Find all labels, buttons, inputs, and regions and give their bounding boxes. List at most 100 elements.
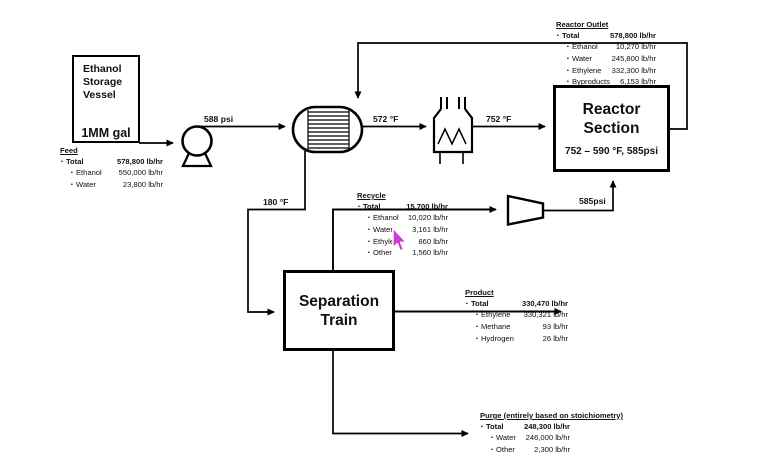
stream-row: ▪ Total 248,300 lb/hr <box>480 422 570 434</box>
vessel-name: Ethanol Storage Vessel <box>83 63 123 101</box>
stream-row-label: Total <box>561 30 580 40</box>
stream-row-value: 3,161 lb/hr <box>412 224 448 234</box>
cold-stream-temp-label: 180 °F <box>263 197 289 207</box>
bullet-icon: ▪ <box>476 335 478 342</box>
stream-title: Feed <box>60 146 78 155</box>
stream-row-value: 330,321 lb/hr <box>523 310 568 320</box>
stream-row: ▪ Methane 93 lb/hr <box>465 322 568 334</box>
stream-row-label: Total <box>65 156 84 166</box>
mouse-cursor-icon <box>392 227 407 252</box>
stream-row: ▪ Total 330,470 lb/hr <box>465 299 568 311</box>
stream-row: ▪ Ethanol 10,270 lb/hr <box>556 42 656 54</box>
product-stream-label: Product ▪ Total 330,470 lb/hr ▪ Ethylene… <box>465 288 568 345</box>
reactor-outlet-stream-label: Reactor Outlet ▪ Total 578,800 lb/hr ▪ E… <box>556 20 656 89</box>
bullet-icon: ▪ <box>368 250 370 257</box>
stream-row: ▪ Other 1,560 lb/hr <box>357 248 448 260</box>
stream-row-label: Ethylene <box>571 65 602 75</box>
stream-row-value: 550,000 lb/hr <box>118 168 163 178</box>
stream-row-value: 578,800 lb/hr <box>116 156 163 166</box>
stream-row-label: Total <box>470 298 489 308</box>
bullet-icon: ▪ <box>71 181 73 188</box>
stream-row: ▪ Water 246,000 lb/hr <box>480 433 570 445</box>
stream-row-label: Water <box>75 179 96 189</box>
bullet-icon: ▪ <box>491 435 493 442</box>
stream-row: ▪ Ethylene 332,300 lb/hr <box>556 66 656 78</box>
stream-row: ▪ Total 578,800 lb/hr <box>556 31 656 43</box>
cold-outlet-line <box>247 151 306 316</box>
stream-row-value: 26 lb/hr <box>542 333 568 343</box>
bullet-icon: ▪ <box>466 300 468 307</box>
bullet-icon: ▪ <box>567 44 569 51</box>
bullet-icon: ▪ <box>491 446 493 453</box>
stream-row-label: Methane <box>480 321 511 331</box>
bullet-icon: ▪ <box>567 55 569 62</box>
stream-row: ▪ Byproducts 6,153 lb/hr <box>556 77 656 89</box>
stream-row-label: Byproducts <box>571 77 610 87</box>
ethanol-storage-vessel-box: Ethanol Storage Vessel 1MM gal <box>72 55 140 143</box>
heat-exchanger-symbol <box>291 105 364 154</box>
compressor-symbol <box>506 194 545 226</box>
pump-symbol <box>181 125 213 168</box>
stream-row-value: 23,800 lb/hr <box>122 179 163 189</box>
stream-row: ▪ Hydrogen 26 lb/hr <box>465 334 568 346</box>
stream-row-value: 860 lb/hr <box>418 236 448 246</box>
stream-row-value: 15,700 lb/hr <box>406 201 448 211</box>
stream-title: Recycle <box>357 191 386 200</box>
bullet-icon: ▪ <box>557 32 559 39</box>
stream-row-label: Water <box>495 433 516 443</box>
stream-row-label: Water <box>571 53 592 63</box>
separation-title: Separation Train <box>298 292 380 329</box>
stream-row-value: 10,270 lb/hr <box>615 42 656 52</box>
stream-row-value: 1,560 lb/hr <box>412 248 448 258</box>
exchanger-outlet-temp-label: 572 °F <box>373 114 399 124</box>
stream-row-label: Total <box>485 421 504 431</box>
stream-row: ▪ Water 3,161 lb/hr <box>357 225 448 237</box>
reactor-section-box: Reactor Section 752 – 590 °F, 585psi <box>553 85 670 172</box>
stream-title: Purge (entirely based on stoichiometry) <box>480 411 624 420</box>
compressor-outlet-line <box>543 180 617 212</box>
bullet-icon: ▪ <box>71 170 73 177</box>
stream-row-value: 6,153 lb/hr <box>620 77 656 87</box>
stream-row: ▪ Water 245,800 lb/hr <box>556 54 656 66</box>
stream-row-value: 245,800 lb/hr <box>611 53 656 63</box>
bullet-icon: ▪ <box>476 323 478 330</box>
recycle-stream-label: Recycle ▪ Total 15,700 lb/hr ▪ Ethanol 1… <box>357 191 448 260</box>
stream-row-value: 2,300 lb/hr <box>534 444 570 454</box>
stream-row-label: Total <box>362 201 381 211</box>
separation-train-box: Separation Train <box>283 270 395 351</box>
stream-row-label: Ethylene <box>372 236 403 246</box>
stream-row-label: Ethanol <box>372 213 399 223</box>
stream-row-value: 332,300 lb/hr <box>611 65 656 75</box>
stream-row: ▪ Ethylene 330,321 lb/hr <box>465 310 568 322</box>
stream-row-label: Ethanol <box>571 42 598 52</box>
stream-row-value: 578,800 lb/hr <box>609 30 656 40</box>
stream-title: Product <box>465 288 494 297</box>
bullet-icon: ▪ <box>368 226 370 233</box>
stream-row: ▪ Water 23,800 lb/hr <box>60 180 163 192</box>
stream-row-label: Ethanol <box>75 168 102 178</box>
stream-row-value: 246,000 lb/hr <box>525 433 570 443</box>
stream-row-label: Water <box>372 224 393 234</box>
stream-row-value: 330,470 lb/hr <box>521 298 568 308</box>
vessel-capacity: 1MM gal <box>81 126 131 140</box>
stream-row-value: 10,020 lb/hr <box>407 213 448 223</box>
stream-row-label: Other <box>495 444 515 454</box>
stream-row-label: Other <box>372 248 392 258</box>
stream-row: ▪ Ethanol 10,020 lb/hr <box>357 213 448 225</box>
stream-row-value: 93 lb/hr <box>542 321 568 331</box>
purge-line <box>332 349 469 437</box>
stream-row-value: 248,300 lb/hr <box>523 421 570 431</box>
furnace-outlet-temp-label: 752 °F <box>486 114 512 124</box>
feed-stream-label: Feed ▪ Total 578,800 lb/hr ▪ Ethanol 550… <box>60 146 163 192</box>
stream-row: ▪ Other 2,300 lb/hr <box>480 445 570 457</box>
bullet-icon: ▪ <box>481 423 483 430</box>
bullet-icon: ▪ <box>567 67 569 74</box>
purge-stream-label: Purge (entirely based on stoichiometry) … <box>480 411 624 457</box>
stream-row-label: Hydrogen <box>480 333 514 343</box>
stream-row: ▪ Total 15,700 lb/hr <box>357 202 448 214</box>
compressor-discharge-pressure-label: 585psi <box>579 196 606 206</box>
bullet-icon: ▪ <box>368 238 370 245</box>
